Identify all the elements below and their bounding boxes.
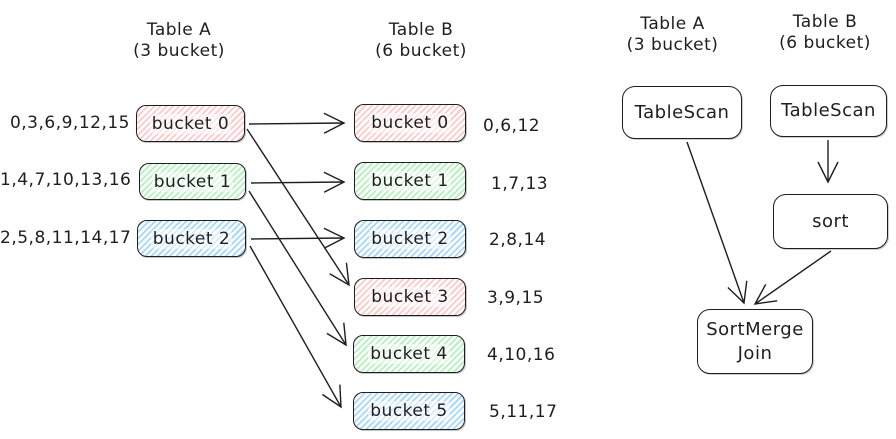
table-a-bucket-0-label: bucket 0 [149, 113, 232, 134]
table-b-bucket-1: bucket 1 [354, 162, 466, 200]
table-b-bucket-2: bucket 2 [354, 220, 466, 258]
tablescan-b-label: TableScan [781, 100, 876, 121]
right-table-b-title: Table B (6 bucket) [765, 12, 885, 54]
table-a-bucket-0-values: 0,3,6,9,12,15 [9, 113, 130, 133]
left-table-a-subtitle-text: (3 bucket) [133, 41, 225, 61]
table-a-bucket-1-label: bucket 1 [151, 171, 234, 192]
table-a-bucket-2-label: bucket 2 [150, 228, 233, 249]
table-b-bucket-5-values: 5,11,17 [489, 402, 558, 422]
table-b-bucket-5: bucket 5 [353, 392, 465, 430]
left-table-b-subtitle-text: (6 bucket) [375, 41, 467, 61]
sortmerge-join-label-line2: Join [737, 342, 773, 364]
sort-label: sort [812, 210, 849, 232]
table-a-bucket-0: bucket 0 [136, 105, 245, 142]
arrow-sort-to-join [753, 250, 832, 305]
sortmerge-join-label-line1: SortMerge [706, 318, 804, 340]
right-table-a-title: Table A (3 bucket) [615, 14, 730, 56]
left-table-a-title: Table A (3 bucket) [120, 20, 238, 62]
table-b-bucket-1-values: 1,7,13 [491, 174, 549, 194]
table-b-bucket-4-values: 4,10,16 [487, 345, 556, 365]
left-table-a-title-text: Table A [146, 20, 212, 40]
right-table-b-title-text: Table B [792, 12, 858, 32]
right-table-a-subtitle-text: (3 bucket) [626, 35, 719, 55]
table-b-bucket-1-label: bucket 1 [369, 171, 451, 191]
tablescan-a-node: TableScan [622, 86, 742, 139]
table-b-bucket-2-label: bucket 2 [369, 229, 451, 249]
table-b-bucket-0-values: 0,6,12 [483, 116, 541, 136]
right-table-b-subtitle-text: (6 bucket) [779, 33, 871, 53]
arrow-a2-to-b5 [249, 245, 342, 409]
tablescan-a-label: TableScan [634, 101, 730, 123]
table-b-bucket-5-label: bucket 5 [368, 401, 450, 421]
table-b-bucket-0: bucket 0 [354, 104, 466, 142]
left-table-b-title: Table B (6 bucket) [362, 20, 480, 62]
table-a-bucket-2: bucket 2 [137, 220, 246, 257]
sortmerge-join-node: SortMerge Join [697, 309, 813, 374]
table-a-bucket-1: bucket 1 [139, 163, 246, 200]
table-b-bucket-3-values: 3,9,15 [487, 288, 545, 308]
table-b-bucket-2-values: 2,8,14 [489, 230, 547, 250]
tablescan-b-node: TableScan [770, 85, 887, 137]
sort-node: sort [773, 194, 888, 249]
arrow-a1-to-b4 [248, 190, 347, 347]
table-b-bucket-3: bucket 3 [354, 278, 466, 316]
right-table-a-title-text: Table A [640, 14, 705, 34]
arrow-a0-to-b0 [248, 112, 346, 134]
left-table-b-title-text: Table B [388, 20, 454, 40]
arrow-a1-to-b1 [250, 171, 346, 193]
table-b-bucket-3-label: bucket 3 [369, 287, 451, 307]
table-b-bucket-4: bucket 4 [353, 335, 465, 373]
table-b-bucket-4-label: bucket 4 [368, 344, 450, 364]
arrow-a0-to-b3 [246, 128, 350, 287]
table-a-bucket-2-values: 2,5,8,11,14,17 [0, 228, 132, 248]
arrow-a2-to-b2 [250, 227, 346, 249]
arrow-tablescan-a-to-join [686, 141, 748, 305]
table-a-bucket-1-values: 1,4,7,10,13,16 [0, 170, 132, 190]
table-b-bucket-0-label: bucket 0 [369, 113, 451, 133]
